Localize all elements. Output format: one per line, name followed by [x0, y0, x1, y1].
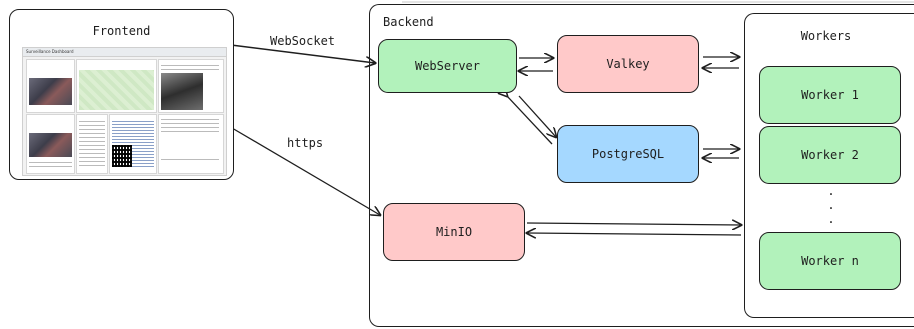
websocket-label: WebSocket [270, 34, 336, 48]
https-label: https [287, 136, 324, 150]
worker-n-node: Worker n [759, 232, 901, 290]
valkey-node: Valkey [557, 35, 699, 93]
camera-thumbnail-2 [29, 133, 72, 157]
webserver-postgres-edge-a [507, 96, 553, 145]
worker-1-node: Worker 1 [759, 66, 901, 124]
camera-thumbnail [29, 78, 72, 105]
worker-2-node: Worker 2 [759, 126, 901, 184]
https-edge [231, 127, 380, 215]
map-thumbnail [79, 70, 154, 110]
photo-thumbnail [161, 73, 203, 110]
minio-node: MinIO [383, 203, 525, 261]
dashboard-screenshot: Surveillance Dashboard [22, 47, 227, 176]
minio-workers-edge-b [527, 233, 742, 235]
frontend-title: Frontend [92, 24, 151, 38]
workers-title: Workers [800, 29, 852, 43]
qr-code-icon [112, 145, 132, 167]
backend-title: Backend [383, 15, 434, 29]
postgresql-node: PostgreSQL [557, 125, 699, 183]
websocket-edge [231, 45, 375, 63]
webserver-postgres-edge-b [518, 95, 556, 137]
dashboard-screenshot-header: Surveillance Dashboard [26, 49, 74, 54]
workers-container [744, 13, 914, 318]
workers-ellipsis: . . . [827, 184, 835, 226]
webserver-node: WebServer [378, 39, 517, 93]
minio-workers-edge-a [526, 223, 741, 225]
backend-container [369, 4, 914, 327]
